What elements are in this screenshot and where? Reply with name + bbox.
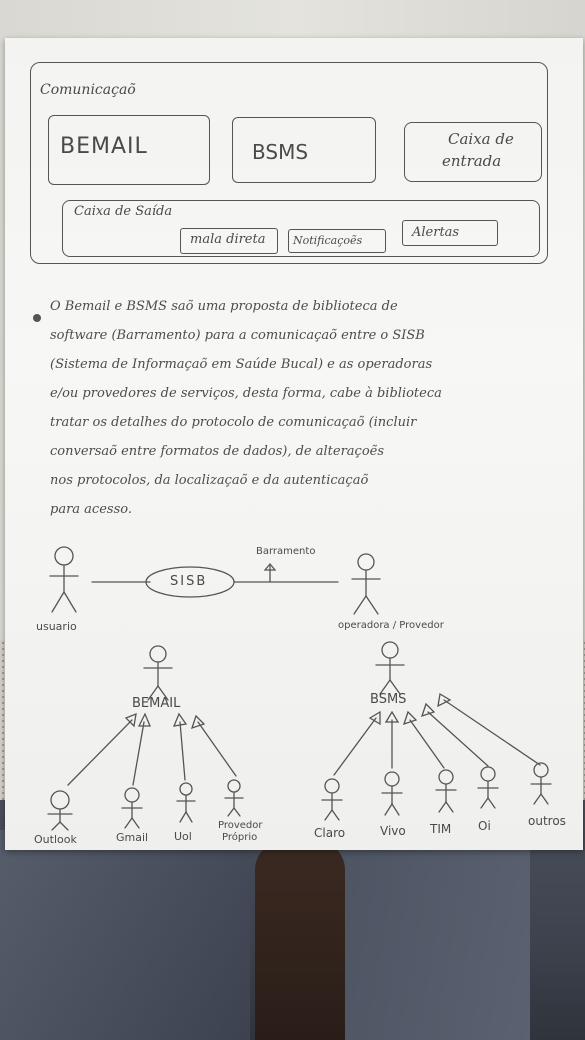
alertas-box — [402, 220, 498, 246]
actor-bsms-icon — [375, 641, 405, 695]
bullet-point — [33, 314, 41, 322]
mala-direta-box — [180, 228, 278, 254]
paragraph-line: (Sistema de Informaçaõ em Saúde Bucal) e… — [50, 357, 433, 372]
actor-provedor-icon — [224, 779, 244, 817]
usuario-label: usuario — [36, 620, 77, 633]
actor-outlook-icon — [47, 790, 73, 831]
caixa-entrada-line1: Caixa de — [448, 130, 514, 148]
notificacoes-box — [288, 229, 386, 253]
provedor-label-line2: Próprio — [222, 832, 258, 843]
uol-label: Uol — [174, 830, 192, 843]
paragraph-line: nos protocolos, da localizaçaõ e da aute… — [50, 473, 369, 488]
paragraph-line: software (Barramento) para a comunicaçaõ… — [50, 328, 425, 343]
communication-title: Comunicaçaõ — [40, 82, 136, 98]
actor-uol-icon — [176, 782, 196, 823]
paragraph-line: para acesso. — [50, 502, 132, 517]
vivo-label: Vivo — [380, 824, 406, 838]
bsms-actor-label: BSMS — [370, 692, 407, 707]
paragraph-line: tratar os detalhes do protocolo de comun… — [50, 415, 417, 430]
actor-outros-icon — [530, 762, 552, 805]
outros-label: outros — [528, 814, 566, 828]
bsms-box-label: BSMS — [252, 140, 309, 164]
hand-shadow — [255, 840, 345, 1040]
provedor-label-line1: Provedor — [218, 820, 263, 831]
alertas-label: Alertas — [412, 225, 460, 240]
paragraph-line: e/ou provedores de serviços, desta forma… — [50, 386, 442, 401]
oi-label: Oi — [478, 819, 491, 833]
bemail-box — [48, 115, 210, 185]
caixa-entrada-line2: entrada — [442, 152, 502, 170]
paragraph-line: O Bemail e BSMS saõ uma proposta de bibl… — [50, 299, 398, 314]
paper-sheet — [5, 38, 583, 850]
actor-usuario-icon — [49, 546, 79, 613]
actor-claro-icon — [321, 778, 343, 821]
bsms-box — [232, 117, 376, 183]
actor-gmail-icon — [121, 787, 143, 829]
actor-operadora-icon — [351, 553, 381, 615]
communication-box — [30, 62, 548, 264]
caixa-entrada-box — [404, 122, 542, 182]
actor-vivo-icon — [381, 771, 403, 816]
gmail-label: Gmail — [116, 831, 149, 844]
description-paragraph: O Bemail e BSMS saõ uma proposta de bibl… — [50, 292, 570, 524]
paragraph-line: conversaõ entre formatos de dados), de a… — [50, 444, 385, 459]
barramento-arrow-icon — [263, 562, 277, 571]
bemail-actor-label: BEMAIL — [132, 696, 181, 711]
caixa-saida-title: Caixa de Saída — [74, 204, 173, 219]
actor-tim-icon — [435, 769, 457, 813]
outlook-label: Outlook — [34, 833, 77, 846]
bemail-box-label: BEMAIL — [60, 134, 148, 159]
mala-direta-label: mala direta — [190, 232, 266, 247]
actor-oi-icon — [477, 766, 499, 809]
tim-label: TIM — [430, 822, 452, 836]
notificacoes-label: Notificaçoẽs — [293, 234, 363, 247]
barramento-label: Barramento — [256, 546, 316, 557]
jeans-left-leg — [0, 830, 250, 1040]
operadora-label: operadora / Provedor — [338, 620, 444, 631]
sisb-label: SISB — [170, 574, 208, 589]
caixa-saida-box — [62, 200, 540, 257]
actor-bemail-icon — [143, 645, 173, 701]
claro-label: Claro — [314, 826, 346, 840]
